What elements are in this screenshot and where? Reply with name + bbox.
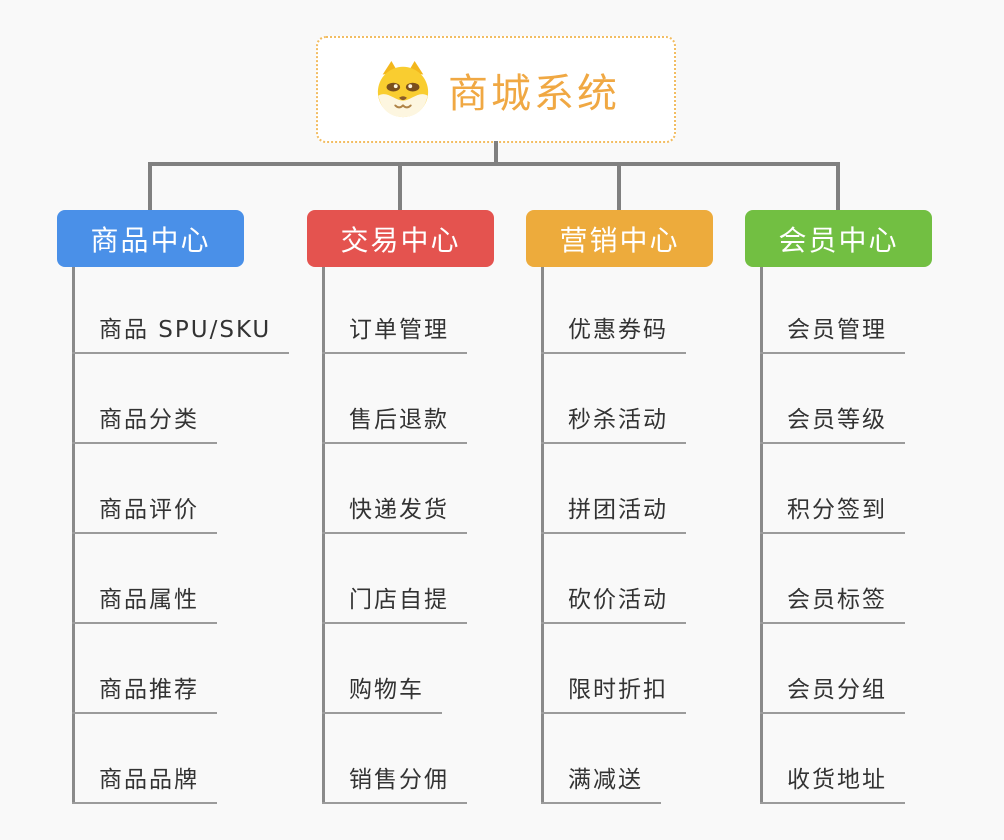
child-node-row: 会员等级 — [760, 354, 995, 444]
connector-drop-1 — [148, 164, 152, 210]
child-node[interactable]: 限时折扣 — [541, 670, 686, 714]
child-node[interactable]: 会员标签 — [760, 580, 905, 624]
branch-2: 交易中心订单管理售后退款快递发货门店自提购物车销售分佣 — [307, 210, 557, 804]
connector-root-stub — [494, 141, 498, 164]
child-node[interactable]: 积分签到 — [760, 490, 905, 534]
child-node-row: 商品 SPU/SKU — [72, 267, 307, 354]
child-node-row: 积分签到 — [760, 444, 995, 534]
child-node-row: 会员管理 — [760, 267, 995, 354]
root-node[interactable]: 商城系统 — [316, 36, 676, 143]
child-node[interactable]: 快递发货 — [322, 490, 467, 534]
connector-drop-3 — [617, 164, 621, 210]
branch-header[interactable]: 交易中心 — [307, 210, 494, 267]
child-node[interactable]: 销售分佣 — [322, 760, 467, 804]
branch-header[interactable]: 会员中心 — [745, 210, 932, 267]
child-node-row: 满减送 — [541, 714, 776, 804]
child-node-row: 会员分组 — [760, 624, 995, 714]
child-node[interactable]: 拼团活动 — [541, 490, 686, 534]
branch-spine-line — [72, 267, 75, 804]
child-node-row: 门店自提 — [322, 534, 557, 624]
child-node[interactable]: 售后退款 — [322, 400, 467, 444]
child-node-row: 会员标签 — [760, 534, 995, 624]
child-node-row: 购物车 — [322, 624, 557, 714]
child-node-row: 快递发货 — [322, 444, 557, 534]
child-node[interactable]: 订单管理 — [322, 310, 467, 354]
child-node[interactable]: 商品 SPU/SKU — [72, 310, 290, 354]
child-node[interactable]: 会员分组 — [760, 670, 905, 714]
child-node-row: 商品品牌 — [72, 714, 307, 804]
child-node[interactable]: 会员等级 — [760, 400, 905, 444]
branch-children: 优惠券码秒杀活动拼团活动砍价活动限时折扣满减送 — [541, 267, 776, 804]
child-node[interactable]: 购物车 — [322, 670, 442, 714]
branch-children: 订单管理售后退款快递发货门店自提购物车销售分佣 — [322, 267, 557, 804]
child-node[interactable]: 会员管理 — [760, 310, 905, 354]
child-node-row: 收货地址 — [760, 714, 995, 804]
child-node[interactable]: 商品分类 — [72, 400, 217, 444]
connector-drop-2 — [398, 164, 402, 210]
branch-spine-line — [760, 267, 763, 804]
child-node[interactable]: 优惠券码 — [541, 310, 686, 354]
branch-1: 商品中心商品 SPU/SKU 商品分类商品评价商品属性商品推荐商品品牌 — [57, 210, 307, 804]
branch-3: 营销中心优惠券码秒杀活动拼团活动砍价活动限时折扣满减送 — [526, 210, 776, 804]
child-node[interactable]: 秒杀活动 — [541, 400, 686, 444]
child-node-row: 售后退款 — [322, 354, 557, 444]
child-node-row: 拼团活动 — [541, 444, 776, 534]
child-node-row: 砍价活动 — [541, 534, 776, 624]
branch-header[interactable]: 商品中心 — [57, 210, 244, 267]
child-node-row: 优惠券码 — [541, 267, 776, 354]
child-node[interactable]: 商品评价 — [72, 490, 217, 534]
child-node-row: 订单管理 — [322, 267, 557, 354]
dog-face-icon — [377, 60, 429, 117]
branch-children: 商品 SPU/SKU 商品分类商品评价商品属性商品推荐商品品牌 — [72, 267, 307, 804]
branch-spine-line — [322, 267, 325, 804]
child-node[interactable]: 收货地址 — [760, 760, 905, 804]
branch-4: 会员中心会员管理会员等级积分签到会员标签会员分组收货地址 — [745, 210, 995, 804]
child-node[interactable]: 砍价活动 — [541, 580, 686, 624]
connector-drop-4 — [836, 164, 840, 210]
child-node[interactable]: 商品品牌 — [72, 760, 217, 804]
child-node[interactable]: 门店自提 — [322, 580, 467, 624]
child-node[interactable]: 商品属性 — [72, 580, 217, 624]
child-node-row: 商品属性 — [72, 534, 307, 624]
child-node-row: 商品分类 — [72, 354, 307, 444]
root-node-label: 商城系统 — [448, 70, 620, 117]
child-node-row: 商品推荐 — [72, 624, 307, 714]
child-node[interactable]: 商品推荐 — [72, 670, 217, 714]
connector-trunk — [148, 162, 840, 166]
branch-children: 会员管理会员等级积分签到会员标签会员分组收货地址 — [760, 267, 995, 804]
child-node-row: 秒杀活动 — [541, 354, 776, 444]
branch-header[interactable]: 营销中心 — [526, 210, 713, 267]
child-node[interactable]: 满减送 — [541, 760, 661, 804]
child-node-row: 销售分佣 — [322, 714, 557, 804]
child-node-row: 商品评价 — [72, 444, 307, 534]
child-node-row: 限时折扣 — [541, 624, 776, 714]
branch-spine-line — [541, 267, 544, 804]
